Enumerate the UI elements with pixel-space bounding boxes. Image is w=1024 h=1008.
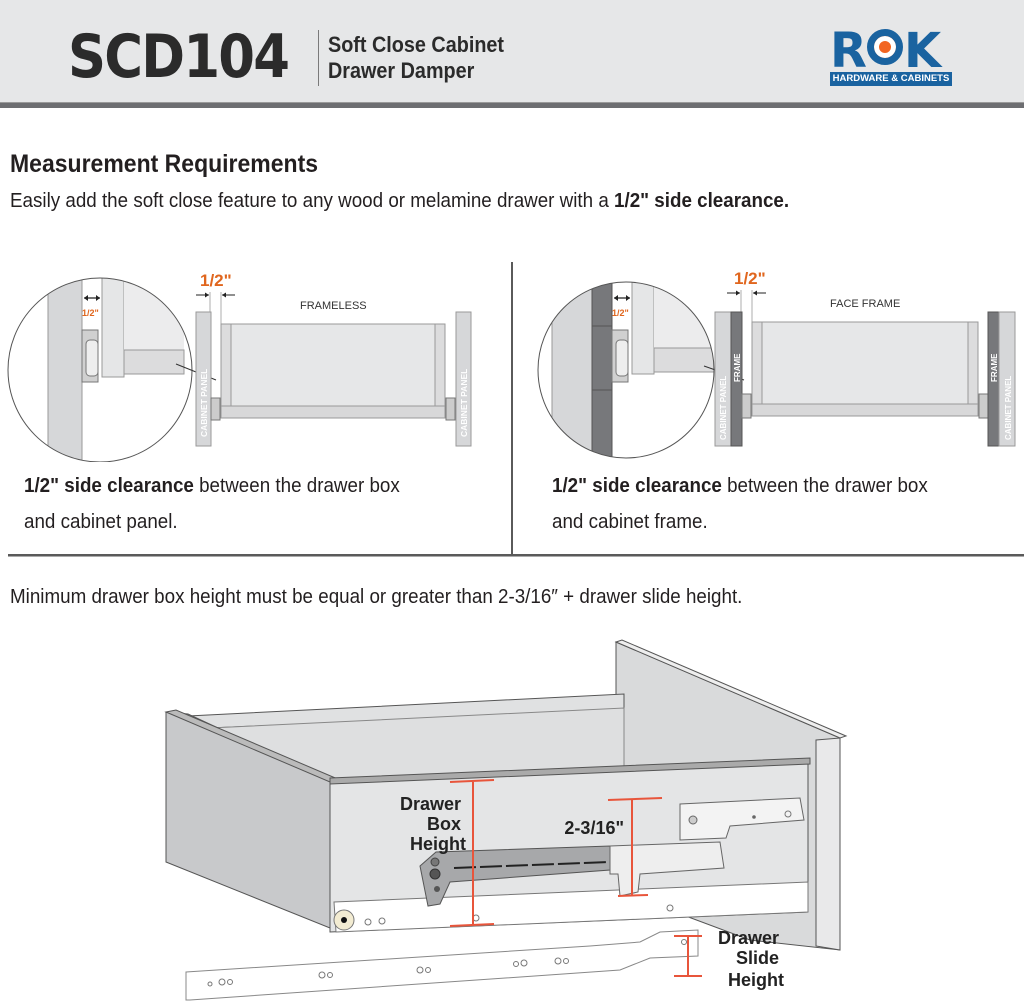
frameless-caption-line1: between the drawer box — [193, 475, 400, 497]
face-frame-detail-magnifier: 1/2" — [538, 282, 714, 458]
face-frame-right-frame-label: FRAME — [990, 353, 999, 382]
face-frame-right-panel-label: CABINET PANEL — [1004, 376, 1013, 440]
minimum-height-note: Minimum drawer box height must be equal … — [10, 586, 743, 608]
header-banner: SCD104 Soft Close Cabinet Drawer Damper … — [0, 0, 1024, 102]
logo-letter-r: R — [830, 23, 867, 79]
svg-text:1/2": 1/2" — [82, 308, 99, 318]
frameless-diagram: 1/2" 1/2" FRAMELESS CABINET PANEL CABINE… — [7, 271, 472, 463]
face-frame-caption-bold: 1/2" side clearance — [552, 475, 722, 497]
subtitle-line-1: Soft Close Cabinet — [328, 32, 505, 57]
subtitle-line-2: Drawer Damper — [328, 58, 475, 83]
frameless-caption: 1/2" side clearance between the drawer b… — [24, 468, 400, 540]
face-frame-diagram: 1/2" 1/2" FACE FRAME CABINET PANEL FRAME… — [537, 269, 1016, 459]
frameless-panel: 1/2" 1/2" FRAMELESS CABINET PANEL CABINE… — [0, 262, 512, 554]
logo-letter-k: K — [903, 23, 941, 79]
damper-dimension-label: 2-3/16" — [564, 818, 624, 838]
face-frame-type-label: FACE FRAME — [830, 298, 900, 310]
svg-text:1/2": 1/2" — [612, 308, 629, 318]
drawer-box-height-label: Drawer Box Height — [400, 794, 466, 854]
face-frame-dimension: 1/2" — [734, 269, 766, 288]
frameless-caption-bold: 1/2" side clearance — [24, 475, 194, 497]
damper-dimension: 2-3/16" — [564, 797, 663, 897]
frameless-detail-magnifier: 1/2" — [8, 278, 192, 462]
face-frame-left-panel-label: CABINET PANEL — [719, 376, 728, 440]
intro-bold: 1/2" side clearance. — [614, 190, 790, 212]
logo-tagline: HARDWARE & CABINETS — [830, 72, 952, 86]
face-frame-left-frame-label: FRAME — [733, 353, 742, 382]
face-frame-panel: 1/2" 1/2" FACE FRAME CABINET PANEL FRAME… — [512, 262, 1024, 554]
face-frame-caption-line1: between the drawer box — [721, 475, 928, 497]
frameless-right-panel-label: CABINET PANEL — [459, 369, 469, 437]
section-rule — [8, 554, 1024, 557]
face-frame-caption-line2: and cabinet frame. — [552, 511, 708, 533]
drawer-slide-height-dimension: Drawer Slide Height — [674, 928, 784, 990]
panel-divider — [511, 262, 513, 556]
frameless-dimension: 1/2" — [200, 271, 232, 290]
drawer-box-height-dimension: Drawer Box Height — [400, 779, 495, 927]
product-subtitle: Soft Close Cabinet Drawer Damper — [328, 32, 504, 84]
frameless-type-label: FRAMELESS — [300, 300, 367, 312]
drawer-slide-rail — [185, 929, 699, 1001]
logo-o-circle-icon — [866, 29, 903, 65]
drawer-slide-height-label: Drawer Slide Height — [718, 928, 784, 990]
frameless-left-panel-label: CABINET PANEL — [199, 369, 209, 437]
intro-text: Easily add the soft close feature to any… — [10, 190, 789, 213]
header-divider — [318, 30, 319, 86]
section-title: Measurement Requirements — [10, 150, 319, 178]
model-number: SCD104 — [68, 22, 290, 92]
drawer-illustration: Drawer Box Height 2-3/16" Drawer Slide — [164, 639, 848, 1001]
face-frame-caption: 1/2" side clearance between the drawer b… — [552, 468, 928, 540]
frameless-caption-line2: and cabinet panel. — [24, 511, 178, 533]
header-rule — [0, 102, 1024, 108]
intro-plain: Easily add the soft close feature to any… — [10, 190, 615, 212]
